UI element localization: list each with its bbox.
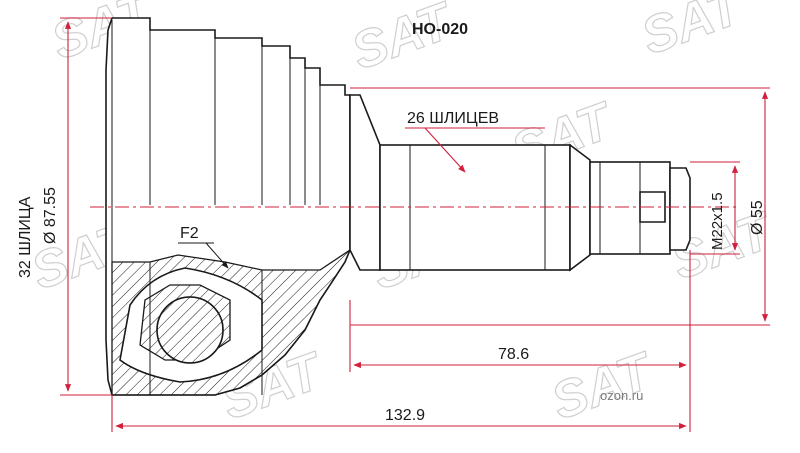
leader-f2 [205,242,229,269]
part-code: HO-020 [412,21,468,38]
watermark-brand: SAT [544,341,662,431]
ball-hatch [156,296,224,364]
label-inner-splines: 26 ШЛИЦЕВ [407,110,499,127]
label-outer-diameter: Ø 87.55 [42,187,59,244]
shaft-neck [349,94,381,271]
label-thread: M22x1.5 [709,192,726,250]
watermark-brand: SAT [634,0,752,66]
shaft-taper [569,143,591,272]
label-shaft-diameter: Ø 55 [749,200,766,235]
leader-splines [424,127,466,173]
dimension-layer [60,17,770,432]
label-f2: F2 [180,225,199,242]
watermark-brand: SAT [344,0,462,81]
nut-end [669,167,691,251]
label-total-length: 132.9 [385,407,425,424]
watermark-site: ozon.ru [600,388,643,403]
label-shaft-length: 78.6 [498,346,529,363]
label-outer-splines: 32 ШЛИЦА [17,196,34,278]
